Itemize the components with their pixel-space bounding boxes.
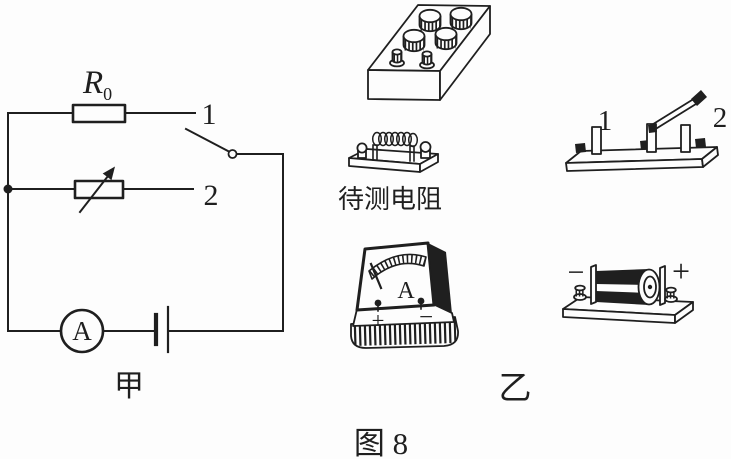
battery-plate-right <box>674 301 694 324</box>
resistor-base-right <box>419 153 439 173</box>
battery-minus-label: − <box>568 256 585 289</box>
ammeter-face-letter: A <box>397 278 415 304</box>
variable-resistor-arrowhead <box>102 166 115 181</box>
caption-jia: 甲 <box>114 370 144 403</box>
battery-clip-right <box>659 265 666 306</box>
binding-post-1 <box>389 48 405 68</box>
circuit-wires <box>7 112 284 332</box>
coil-supports <box>372 144 415 162</box>
switch-plate-right <box>701 146 719 168</box>
wire-coil <box>371 131 419 148</box>
switch-pivot <box>227 149 238 159</box>
battery-cell-stripe <box>596 284 649 293</box>
ammeter-needle <box>369 262 383 290</box>
ammeter-base-ribs <box>353 317 457 346</box>
contact-1-label: 1 <box>202 98 217 131</box>
battery-terminal-left <box>573 284 587 301</box>
binding-post-2 <box>419 50 435 70</box>
battery-terminal-right <box>664 286 678 303</box>
ammeter-dial-ticks <box>369 254 426 278</box>
variable-resistor-symbol <box>73 179 125 200</box>
test-resistor-label: 待测电阻 <box>338 185 442 214</box>
test-resistor: 待测电阻 <box>338 131 442 214</box>
switch-post-left <box>591 126 602 155</box>
ammeter-plus-label: + <box>372 308 385 333</box>
circuit-diagram-jia: R0 1 2 A 甲 <box>3 65 284 403</box>
switch-lever-rod <box>648 98 698 132</box>
battery-end-dot <box>647 284 653 290</box>
switch-clamp-left <box>575 143 586 153</box>
pointer-ammeter: A + − <box>350 241 459 349</box>
switch-post-right <box>680 124 691 153</box>
knob-1 <box>418 8 442 33</box>
figure-caption: 图 8 <box>354 426 408 459</box>
ammeter-symbol-circle <box>59 308 105 354</box>
ammeter-letter: A <box>72 316 92 346</box>
junction-dot <box>3 184 13 194</box>
caption-yi: 乙 <box>499 371 532 407</box>
ammeter-dark-side <box>428 243 452 314</box>
switch-lever-handle <box>691 90 707 106</box>
battery-plus-label: + <box>672 253 690 289</box>
knife-switch: 1 2 <box>565 90 728 172</box>
switch-1-label: 1 <box>598 105 613 137</box>
switch-clamp-right <box>695 138 706 148</box>
battery-clip-left <box>590 264 597 305</box>
left-terminal-head <box>356 142 368 154</box>
switch-blade <box>184 127 230 153</box>
resistance-box <box>367 4 491 101</box>
battery-holder: − + <box>562 253 694 324</box>
switch-post-center <box>646 123 657 153</box>
variable-resistor-arrow <box>78 174 110 214</box>
knob-2 <box>449 6 473 31</box>
right-terminal-head <box>419 141 432 153</box>
ammeter-terminal-stems <box>377 300 422 312</box>
box-right-face <box>439 5 491 101</box>
ammeter-minus-label: − <box>419 304 433 331</box>
box-front-face <box>367 69 441 101</box>
switch-2-label: 2 <box>713 102 728 134</box>
knob-3 <box>402 28 426 53</box>
r0-label: R0 <box>82 65 112 104</box>
resistor-r0-symbol <box>71 103 127 124</box>
knob-4 <box>434 26 458 51</box>
contact-2-label: 2 <box>204 179 219 212</box>
